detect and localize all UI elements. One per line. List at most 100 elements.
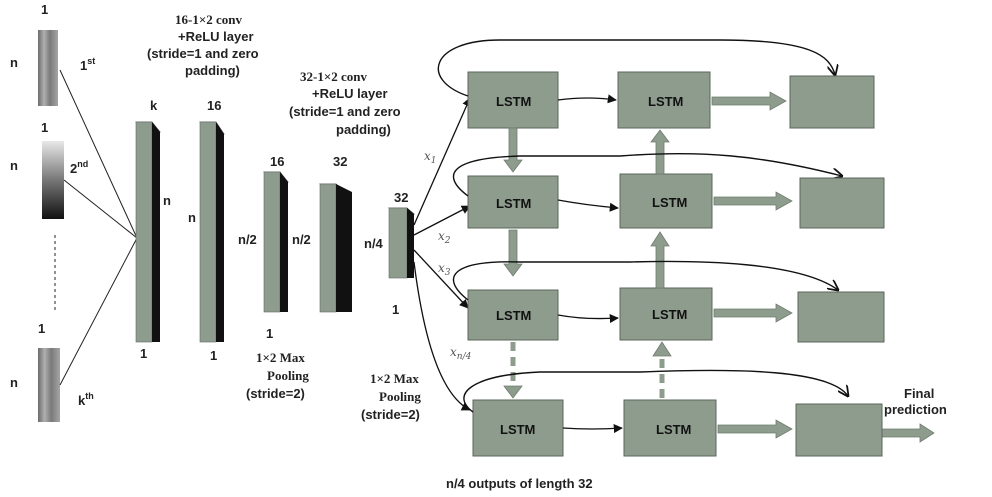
- down-arrow: [503, 127, 523, 173]
- connection-line: [63, 179, 138, 239]
- right-arrow: [713, 191, 793, 211]
- layer-side-face: [336, 184, 352, 312]
- output-box: [797, 291, 885, 343]
- down-arrow: [503, 229, 523, 277]
- lstm-cell-label: LSTM: [652, 307, 687, 322]
- x3-label: x3: [438, 261, 451, 278]
- lstm-cell: [619, 173, 713, 229]
- lstm-cell: [623, 399, 717, 457]
- inputk-width-label: 1: [38, 321, 45, 336]
- recurrent-loops: [437, 39, 848, 413]
- input2-width-label: 1: [41, 120, 48, 135]
- arrow-to-lstm-2: [413, 205, 471, 236]
- final-label-line1: Final: [904, 386, 934, 401]
- pool2-top-label: 32: [394, 190, 408, 205]
- lstm-cell-label: LSTM: [652, 195, 687, 210]
- right-arrow: [711, 91, 787, 111]
- conv32-title: 32-1×2 conv +ReLU layer (stride=1 and ze…: [289, 69, 401, 137]
- pool2-title-line3: (stride=2): [361, 407, 420, 422]
- input-sequence-k: [38, 348, 60, 422]
- right-arrow: [717, 419, 793, 439]
- lstm-cell: [467, 175, 559, 229]
- conv-layer-32: 32 n/2: [292, 154, 352, 313]
- right-arrow: [713, 303, 793, 323]
- pool1-title-line1: 1×2 Max: [256, 350, 305, 365]
- forward-connections: [557, 94, 623, 434]
- conv16-title-line1: 16-1×2 conv: [175, 12, 242, 27]
- layer-side-face: [407, 208, 414, 278]
- pool2-title-line2: Pooling: [379, 389, 421, 404]
- pool1-title-line3: (stride=2): [246, 386, 305, 401]
- pool2-n-label: n/4: [364, 236, 384, 251]
- input-sequence-2: [42, 141, 64, 219]
- lstm-cell-label: LSTM: [648, 94, 683, 109]
- input-kth-label: kth: [78, 391, 94, 408]
- connection-line: [59, 69, 138, 239]
- pool-layer-2: 32 n/4 1 1×2 Max Pooling (stride=2): [361, 190, 421, 422]
- arrow-to-lstm-1: [413, 97, 471, 226]
- layer16-n-label: n: [188, 210, 196, 225]
- loop-arrow: [452, 260, 838, 301]
- loop-arrow: [437, 39, 835, 97]
- lstm-column-2: LSTM LSTM LSTM LSTM: [617, 71, 717, 457]
- lstm-cell: [472, 399, 564, 457]
- layer-front-face: [199, 121, 217, 343]
- conv16-title: 16-1×2 conv +ReLU layer (stride=1 and ze…: [147, 12, 259, 78]
- pool1-one-label: 1: [266, 326, 273, 341]
- up-arrow: [650, 231, 670, 289]
- pool1-n-label: n/2: [238, 232, 257, 247]
- loop-arrow: [452, 152, 842, 197]
- final-label-line2: prediction: [884, 402, 947, 417]
- down-arrow-dashed: [503, 342, 523, 399]
- conv16-title-line2: +ReLU layer: [178, 29, 254, 44]
- lstm-cell-label: LSTM: [500, 422, 535, 437]
- lstm-cell-label: LSTM: [496, 308, 531, 323]
- forward-arrow: [557, 94, 617, 104]
- layer-one-label: 1: [140, 346, 147, 361]
- inputk-n-label: n: [10, 375, 18, 390]
- output-boxes: [711, 75, 935, 457]
- input2-n-label: n: [10, 158, 18, 173]
- forward-arrow: [557, 199, 619, 212]
- conv32-top-label: 32: [333, 154, 347, 169]
- layer-n-label: n: [163, 193, 171, 208]
- output-box: [795, 403, 883, 457]
- layer-side-face: [280, 172, 288, 312]
- conv16-title-line3: (stride=1 and zero: [147, 46, 259, 61]
- x1-label: x1: [424, 149, 437, 166]
- layer-side-face: [152, 122, 160, 342]
- input-sequence-1: [38, 30, 58, 106]
- lstm-cell: [467, 71, 559, 129]
- layer16-top-label: 16: [207, 98, 221, 113]
- xn-label: xn/4: [450, 345, 472, 362]
- input-sequences: 1 n 1st 1 n 2nd 1 n kth: [10, 2, 138, 422]
- input-arrows: [413, 97, 471, 411]
- layer-k-label: k: [150, 98, 158, 113]
- pool-layer-1: 16 n/2 1 1×2 Max Pooling (stride=2): [238, 154, 309, 401]
- lstm-cell: [619, 287, 713, 341]
- conv32-title-line3: (stride=1 and zero: [289, 104, 401, 119]
- lstm-cell: [467, 289, 559, 341]
- x2-label: x2: [438, 229, 451, 246]
- arrow-to-lstm-3: [413, 249, 469, 309]
- layer-front-face: [135, 121, 153, 343]
- conv-layer-16: 16 n 1: [188, 98, 225, 363]
- layer-front-face: [263, 171, 281, 313]
- lstm-cell-label: LSTM: [496, 196, 531, 211]
- input-1st-label: 1st: [80, 56, 95, 73]
- output-box: [789, 75, 875, 129]
- conv16-title-line4: padding): [185, 63, 240, 78]
- layer-front-face: [319, 183, 337, 313]
- final-arrow: [881, 423, 935, 443]
- lstm-column-1: LSTM LSTM LSTM LSTM: [467, 71, 564, 457]
- forward-arrow: [562, 424, 623, 434]
- conv32-title-line1: 32-1×2 conv: [300, 69, 367, 84]
- input-2nd-label: 2nd: [70, 159, 88, 176]
- pool2-one-label: 1: [392, 302, 399, 317]
- pool1-title-line2: Pooling: [267, 368, 309, 383]
- input-width-label: 1: [41, 2, 48, 17]
- arrow-to-lstm-4: [413, 261, 471, 411]
- layer-side-face: [216, 122, 224, 342]
